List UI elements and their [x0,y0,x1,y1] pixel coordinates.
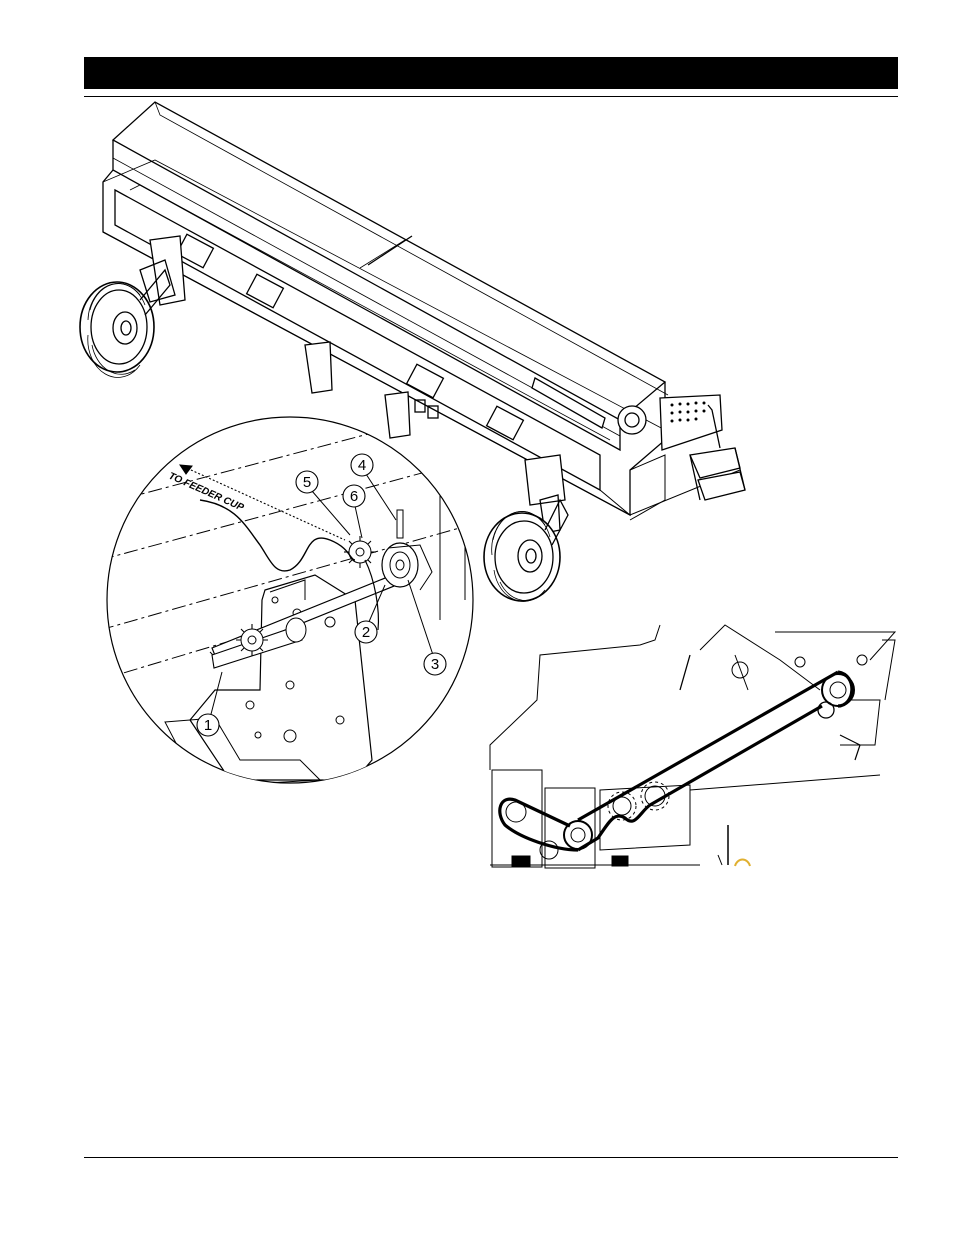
callout-2-label: 2 [362,624,370,641]
footer-rule [84,1157,898,1158]
callout-4-label: 4 [358,457,366,474]
chain-routing-illustration [490,625,895,868]
callout-6-label: 6 [350,488,358,505]
callout-5-label: 5 [303,474,311,491]
callout-3-label: 3 [431,656,439,673]
drive-shaft-detail: TO FEEDER CUP 1 2 3 4 5 [100,415,473,785]
callout-1-label: 1 [204,717,212,734]
